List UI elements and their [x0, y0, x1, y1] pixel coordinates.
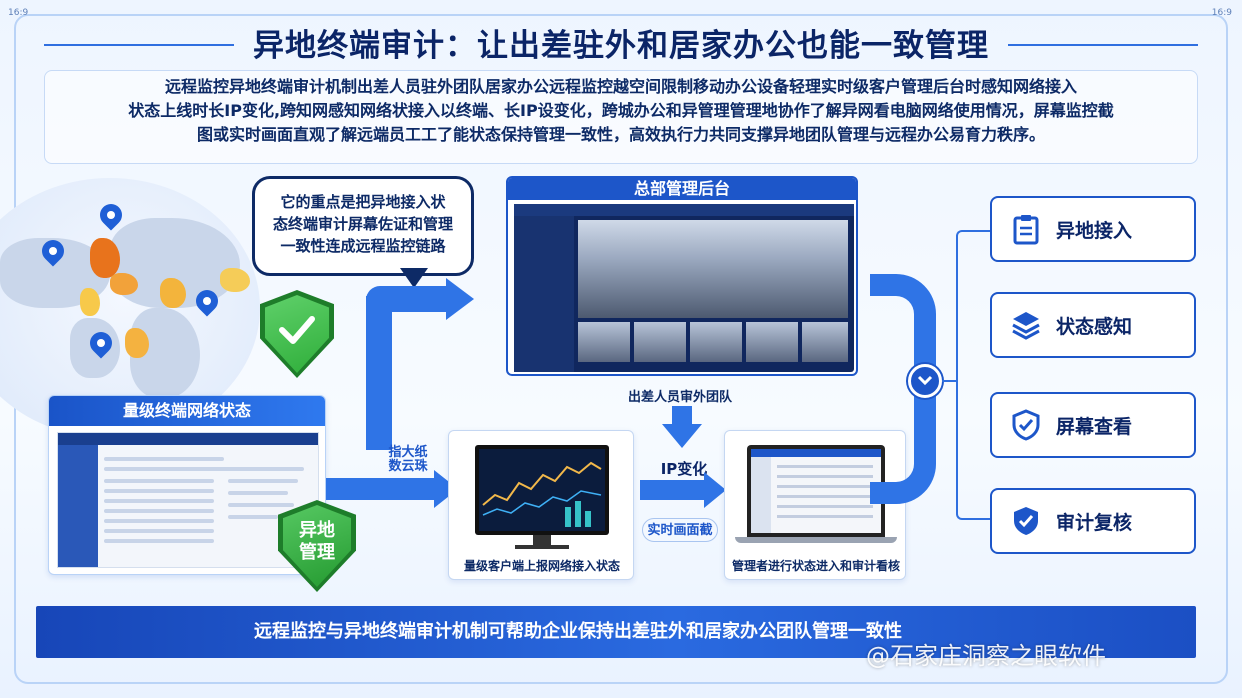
- terminal-status-panel: 量级终端网络状态: [48, 395, 326, 575]
- aspect-tag-right: 16:9: [1211, 8, 1232, 18]
- hq-title: 总部管理后台: [508, 178, 856, 200]
- callout-tail: [400, 268, 428, 288]
- flow-arrow-ip: [640, 480, 706, 500]
- side-item-audit-review: 审计复核: [990, 488, 1196, 554]
- arrow-label-bottom: 数云珠: [388, 459, 428, 474]
- flow-arrow-top: [366, 286, 446, 312]
- manager-card: 管理者进行状态进入和审计看核: [724, 430, 906, 580]
- flow-arrow-down: [672, 406, 692, 426]
- intro-paragraph: 远程监控异地终端审计机制出差人员驻外团队居家办公远程监控越空间限制移动办公设备轻…: [44, 70, 1198, 164]
- hq-surveillance-screen: [514, 204, 854, 372]
- callout-line-1: 它的重点是把异地接入状: [280, 193, 446, 211]
- flow-arrow-vertical: [366, 296, 392, 450]
- client-card: 量级客户端上报网络接入状态: [448, 430, 634, 580]
- laptop-icon: [747, 445, 885, 537]
- link-node-icon: [908, 364, 942, 398]
- callout-line-2: 态终端审计屏幕佐证和管理: [272, 215, 453, 233]
- page-title: 异地终端审计：让出差驻外和居家办公也能一致管理: [253, 28, 989, 64]
- shield-text-line-1: 异地: [299, 520, 335, 541]
- monitor-icon: [475, 445, 609, 535]
- aspect-tag-left: 16:9: [8, 8, 29, 18]
- callout-bubble: 它的重点是把异地接入状 态终端审计屏幕佐证和管理 一致性连成远程监控链路: [252, 176, 474, 276]
- arrow-right-icon: [704, 472, 726, 508]
- side-item-label: 异地接入: [1056, 219, 1133, 242]
- watermark: @石家庄洞察之眼软件: [866, 642, 1106, 670]
- side-item-remote-access: 异地接入: [990, 196, 1196, 262]
- side-item-screen-view: 屏幕查看: [990, 392, 1196, 458]
- remote-management-shield: 异地 管理: [278, 500, 356, 592]
- side-item-status-awareness: 状态感知: [990, 292, 1196, 358]
- bottom-banner: 远程监控与异地终端审计机制可帮助企业保持出差驻外和居家办公团队管理一致性: [36, 606, 1196, 658]
- callout-line-3: 一致性连成远程监控链路: [280, 237, 446, 255]
- flow-arrow-mid: [326, 478, 436, 500]
- shield-check-icon: [1010, 409, 1042, 441]
- arrow-label: 指大纸 数云珠: [380, 446, 436, 474]
- hq-caption: 出差人员审外团队: [627, 390, 732, 405]
- intro-line-2: 状态上线时长IP变化,跨知网感知网络状接入以终端、长IP设变化，跨城办公和异管理…: [128, 101, 1114, 120]
- arrow-label-top: 指大纸: [388, 445, 428, 460]
- terminal-dashboard-thumbnail: [57, 432, 319, 568]
- terminal-status-title: 量级终端网络状态: [49, 396, 325, 426]
- client-caption: 量级客户端上报网络接入状态: [463, 559, 620, 573]
- side-item-label: 审计复核: [1056, 511, 1133, 534]
- intro-line-1: 远程监控异地终端审计机制出差人员驻外团队居家办公远程监控越空间限制移动办公设备轻…: [164, 77, 1077, 96]
- check-shield-icon: [260, 290, 334, 378]
- hq-admin-panel: 总部管理后台: [506, 176, 858, 376]
- side-item-label: 屏幕查看: [1056, 415, 1133, 438]
- shield-check-icon: [1010, 505, 1042, 537]
- intro-line-3: 图或实时画面直观了解远端员工工了能状态保持管理一致性，高效执行力共同支撑异地团队…: [196, 125, 1045, 144]
- title-rule-right: [1008, 44, 1198, 46]
- realtime-capture-tag: 实时画面截: [642, 518, 718, 542]
- side-bracket: [956, 230, 990, 520]
- arrow-right-icon: [446, 278, 474, 320]
- clipboard-icon: [1010, 213, 1042, 245]
- title-rule-left: [44, 44, 234, 46]
- ip-change-label: IP变化: [660, 460, 708, 478]
- shield-text-line-2: 管理: [299, 542, 335, 563]
- world-map: [0, 178, 260, 438]
- manager-caption: 管理者进行状态进入和审计看核: [731, 559, 900, 573]
- bracket-connector: [942, 380, 958, 382]
- layers-icon: [1010, 309, 1042, 341]
- side-item-label: 状态感知: [1056, 315, 1133, 338]
- arrow-down-icon: [662, 424, 702, 448]
